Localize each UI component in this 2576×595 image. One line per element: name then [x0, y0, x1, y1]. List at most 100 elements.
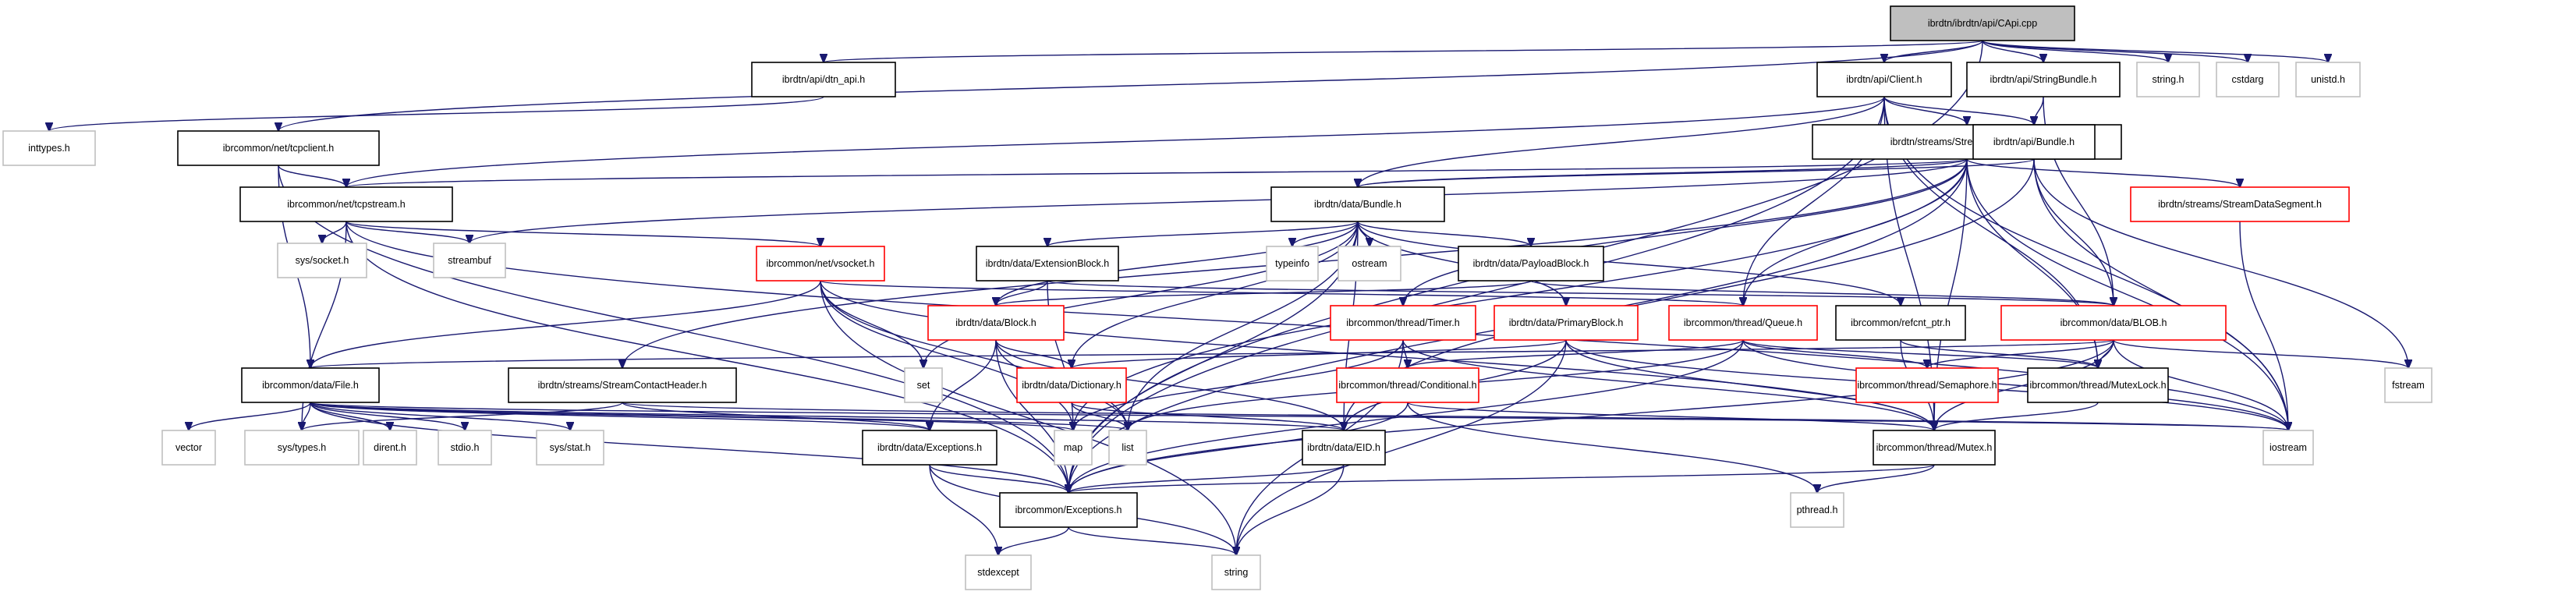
edge-client-to-apibundle — [1883, 96, 2034, 125]
edge-file-to-dataexceptions — [310, 402, 930, 430]
edge-payloadblock-to-block — [996, 280, 1532, 306]
edge-queue-to-iostream — [1742, 339, 2288, 430]
node-box — [756, 246, 885, 282]
node-label: ibrcommon/data/File.h — [262, 380, 359, 391]
node-sysstat: sys/stat.h — [536, 430, 604, 466]
node-dtn_api[interactable]: ibrdtn/api/dtn_api.h — [751, 62, 896, 97]
node-pthread: pthread.h — [1790, 492, 1844, 528]
edge-primaryblock-to-mutex — [1565, 339, 1934, 430]
nodes-layer: ibrdtn/ibrdtn/api/CApi.cpp ibrdtn/api/dtn… — [2, 5, 2432, 590]
edge-block-to-exceptions — [995, 339, 1068, 493]
node-client[interactable]: ibrdtn/api/Client.h — [1816, 62, 1952, 97]
node-vsocket[interactable]: ibrcommon/net/vsocket.h — [756, 246, 885, 282]
edge-block-to-eid — [995, 339, 1344, 430]
node-box — [1338, 246, 1401, 282]
node-box — [999, 492, 1138, 528]
node-mutex[interactable]: ibrcommon/thread/Mutex.h — [1873, 430, 1996, 466]
node-refcnt[interactable]: ibrcommon/refcnt_ptr.h — [1835, 305, 1966, 341]
node-tcpstream[interactable]: ibrcommon/net/tcpstream.h — [239, 186, 453, 222]
node-sch[interactable]: ibrdtn/streams/StreamContactHeader.h — [508, 367, 737, 403]
node-label: ibrdtn/data/EID.h — [1307, 442, 1380, 453]
node-set: set — [904, 367, 943, 403]
node-box — [2295, 62, 2361, 97]
node-box — [2027, 367, 2169, 403]
node-streambuf: streambuf — [433, 243, 506, 278]
node-box — [1835, 305, 1966, 341]
edge-streamconn-to-databundle — [1358, 158, 1968, 187]
edge-blob-to-fstream — [2113, 339, 2408, 368]
edge-streamconn-to-map — [1073, 158, 1968, 430]
edge-streamconn-to-tcpstream — [346, 158, 1968, 187]
node-label: iostream — [2270, 442, 2307, 453]
node-label: ibrcommon/refcnt_ptr.h — [1851, 317, 1951, 328]
node-blob[interactable]: ibrcommon/data/BLOB.h — [2000, 305, 2227, 341]
edge-stringbundle-to-apibundle — [2034, 96, 2044, 125]
edge-capi-to-tcpclient — [278, 40, 1983, 131]
node-label: map — [1064, 442, 1082, 453]
edge-apibundle-to-fstream — [2033, 158, 2408, 368]
node-box — [1790, 492, 1844, 528]
node-file[interactable]: ibrcommon/data/File.h — [241, 367, 380, 403]
node-eid[interactable]: ibrdtn/data/EID.h — [1302, 430, 1386, 466]
node-extblock[interactable]: ibrdtn/data/ExtensionBlock.h — [976, 246, 1119, 282]
edge-blob-to-mutex — [1934, 339, 2114, 430]
node-label: sys/types.h — [278, 442, 327, 453]
node-box — [2136, 62, 2200, 97]
edge-conditional-to-exceptions — [1068, 402, 1408, 493]
edge-exceptions-to-string — [1068, 526, 1236, 555]
edge-capi-to-string_h — [1982, 40, 2168, 62]
node-box — [862, 430, 997, 466]
node-primaryblock[interactable]: ibrdtn/data/PrimaryBlock.h — [1494, 305, 1639, 341]
node-semaphore[interactable]: ibrcommon/thread/Semaphore.h — [1855, 367, 1999, 403]
node-queue[interactable]: ibrcommon/thread/Queue.h — [1668, 305, 1818, 341]
node-label: ibrcommon/thread/Timer.h — [1346, 317, 1459, 328]
node-dictionary[interactable]: ibrdtn/data/Dictionary.h — [1016, 367, 1127, 403]
edge-timer-to-conditional — [1402, 339, 1408, 368]
node-map: map — [1054, 430, 1093, 466]
node-payloadblock[interactable]: ibrdtn/data/PayloadBlock.h — [1458, 246, 1604, 282]
node-box — [2130, 186, 2350, 222]
node-tcpclient[interactable]: ibrcommon/net/tcpclient.h — [177, 130, 380, 166]
node-box — [277, 243, 367, 278]
node-label: ibrdtn/data/ExtensionBlock.h — [986, 258, 1109, 269]
node-apibundle[interactable]: ibrdtn/api/Bundle.h — [1972, 124, 2096, 160]
edge-client-to-exceptions — [1068, 96, 1885, 493]
node-databundle[interactable]: ibrdtn/data/Bundle.h — [1270, 186, 1445, 222]
edge-eid-to-exceptions — [1068, 464, 1345, 493]
edge-conditional-to-pthread — [1407, 402, 1817, 493]
node-systypes: sys/types.h — [244, 430, 360, 466]
node-mutexlock[interactable]: ibrcommon/thread/MutexLock.h — [2027, 367, 2169, 403]
node-stringbundle[interactable]: ibrdtn/api/StringBundle.h — [1966, 62, 2121, 97]
node-box — [2, 130, 96, 166]
node-label: set — [917, 380, 930, 391]
node-list: list — [1108, 430, 1147, 466]
node-streamdataseg[interactable]: ibrdtn/streams/StreamDataSegment.h — [2130, 186, 2350, 222]
node-label: stdio.h — [451, 442, 480, 453]
node-ostream: ostream — [1338, 246, 1401, 282]
node-label: pthread.h — [1797, 505, 1838, 515]
edge-tcpstream-to-streambuf — [345, 221, 469, 243]
node-exceptions[interactable]: ibrcommon/Exceptions.h — [999, 492, 1138, 528]
node-dataexceptions[interactable]: ibrdtn/data/Exceptions.h — [862, 430, 997, 466]
edge-tcpstream-to-vsocket — [345, 221, 820, 246]
node-box — [1966, 62, 2121, 97]
node-box — [508, 367, 737, 403]
node-label: ibrdtn/ibrdtn/api/CApi.cpp — [1928, 18, 2037, 29]
node-conditional[interactable]: ibrcommon/thread/Conditional.h — [1336, 367, 1479, 403]
node-label: streambuf — [448, 255, 491, 266]
edges-layer — [49, 40, 2408, 555]
edge-mutexlock-to-mutex — [1934, 402, 2099, 430]
node-block[interactable]: ibrdtn/data/Block.h — [927, 305, 1065, 341]
edge-databundle-to-block — [996, 221, 1359, 306]
node-box — [1302, 430, 1386, 466]
edge-payloadblock-to-blob — [1530, 280, 2114, 306]
node-box — [1270, 186, 1445, 222]
node-label: dirent.h — [374, 442, 406, 453]
node-capi[interactable]: ibrdtn/ibrdtn/api/CApi.cpp — [1890, 5, 2075, 41]
node-box — [1336, 367, 1479, 403]
edge-databundle-to-refcnt — [1357, 221, 1901, 306]
node-label: ibrdtn/api/Bundle.h — [1993, 136, 2075, 147]
node-box — [1855, 367, 1999, 403]
node-timer[interactable]: ibrcommon/thread/Timer.h — [1330, 305, 1476, 341]
